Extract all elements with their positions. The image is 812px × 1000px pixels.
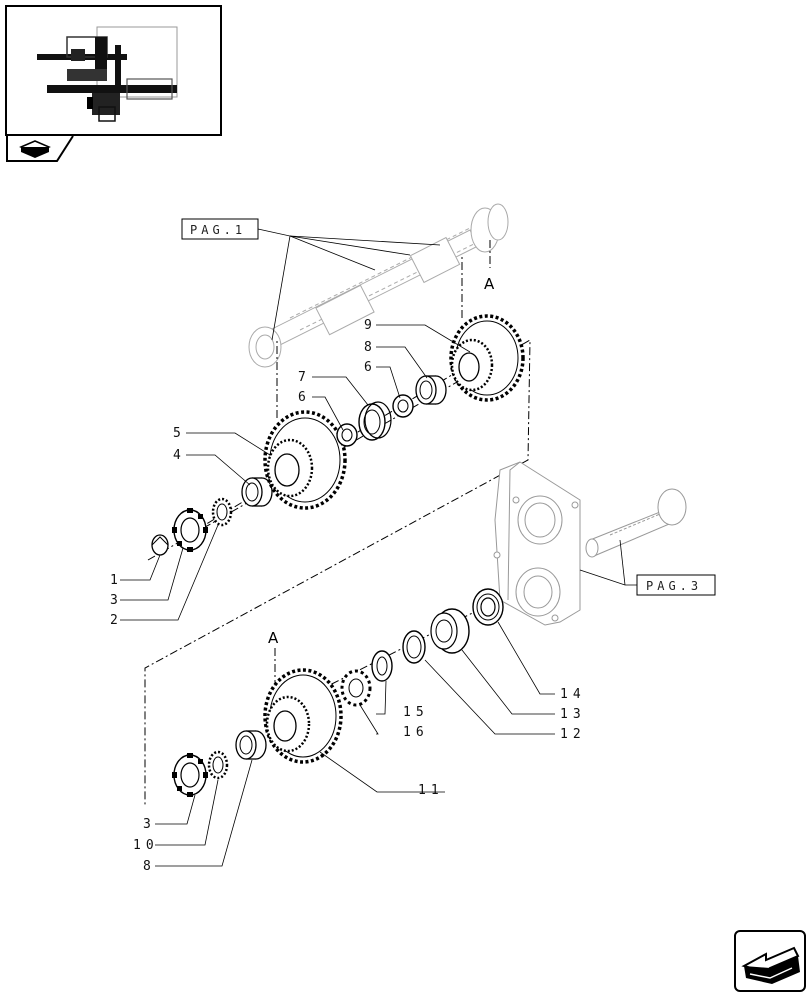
callout-8-upper: 8 [364,340,377,355]
part-3-ring [171,507,209,553]
callout-16: 16 [403,725,429,740]
part-7-bearing [358,401,392,441]
callout-3-lower: 3 [143,817,156,832]
part-9-gear [449,314,525,402]
callout-2: 2 [110,613,123,628]
section-marker-upper: A [484,275,495,293]
input-shaft-ghost [248,203,509,368]
callout-14: 14 [560,687,586,702]
pag3-reference-box[interactable]: PAG.3 [636,574,716,596]
callout-11: 11 [418,783,444,798]
callout-5: 5 [173,426,186,441]
assembly-thumbnail-image [37,26,178,122]
part-14-bearing [472,588,504,626]
part-13-bearing [430,608,470,654]
part-3-ring-lower [171,752,209,798]
callout-9: 9 [364,318,377,333]
part-6b-washer [392,394,414,418]
part-16-toothed-washer [340,669,372,707]
callout-1: 1 [110,573,123,588]
housing-plate-ghost [493,461,687,626]
part-8-bushing-lower [235,730,267,760]
part-10-gear [207,750,229,780]
section-marker-lower: A [268,629,279,647]
callout-15: 15 [403,705,429,720]
callout-labels: 1 3 2 4 5 6 7 6 8 9 14 13 12 15 16 11 3 … [110,318,586,874]
callout-6-right: 6 [364,360,377,375]
part-12-bushing [402,630,426,664]
part-5-gear [263,410,347,510]
svg-text:PAG.3: PAG.3 [646,579,702,593]
catalog-tab[interactable] [5,135,75,163]
svg-text:PAG.1: PAG.1 [190,223,246,237]
callout-4: 4 [173,448,186,463]
pag1-leaders [257,228,441,341]
callout-7: 7 [298,370,311,385]
part-15-ring [371,650,393,682]
lower-gear-train [171,588,504,798]
part-11-gear [263,668,343,764]
page-arrow-icon [741,946,800,984]
book-arrow-icon [19,140,51,158]
pag3-leaders [579,539,638,586]
callout-3-upper: 3 [110,593,123,608]
part-6-washer [336,423,358,447]
callout-10: 10 [133,838,159,853]
callout-6-left: 6 [298,390,311,405]
callout-13: 13 [560,707,586,722]
callout-leaders [120,324,555,867]
upper-gear-train [151,314,525,556]
pag1-reference-box[interactable]: PAG.1 [181,218,259,240]
assembly-thumbnail[interactable] [5,5,222,136]
callout-12: 12 [560,727,586,742]
next-page-button[interactable] [734,930,806,992]
part-2-gear [211,497,233,527]
part-1-cap [151,534,169,556]
part-8-bushing [415,375,447,405]
callout-8-lower: 8 [143,859,156,874]
